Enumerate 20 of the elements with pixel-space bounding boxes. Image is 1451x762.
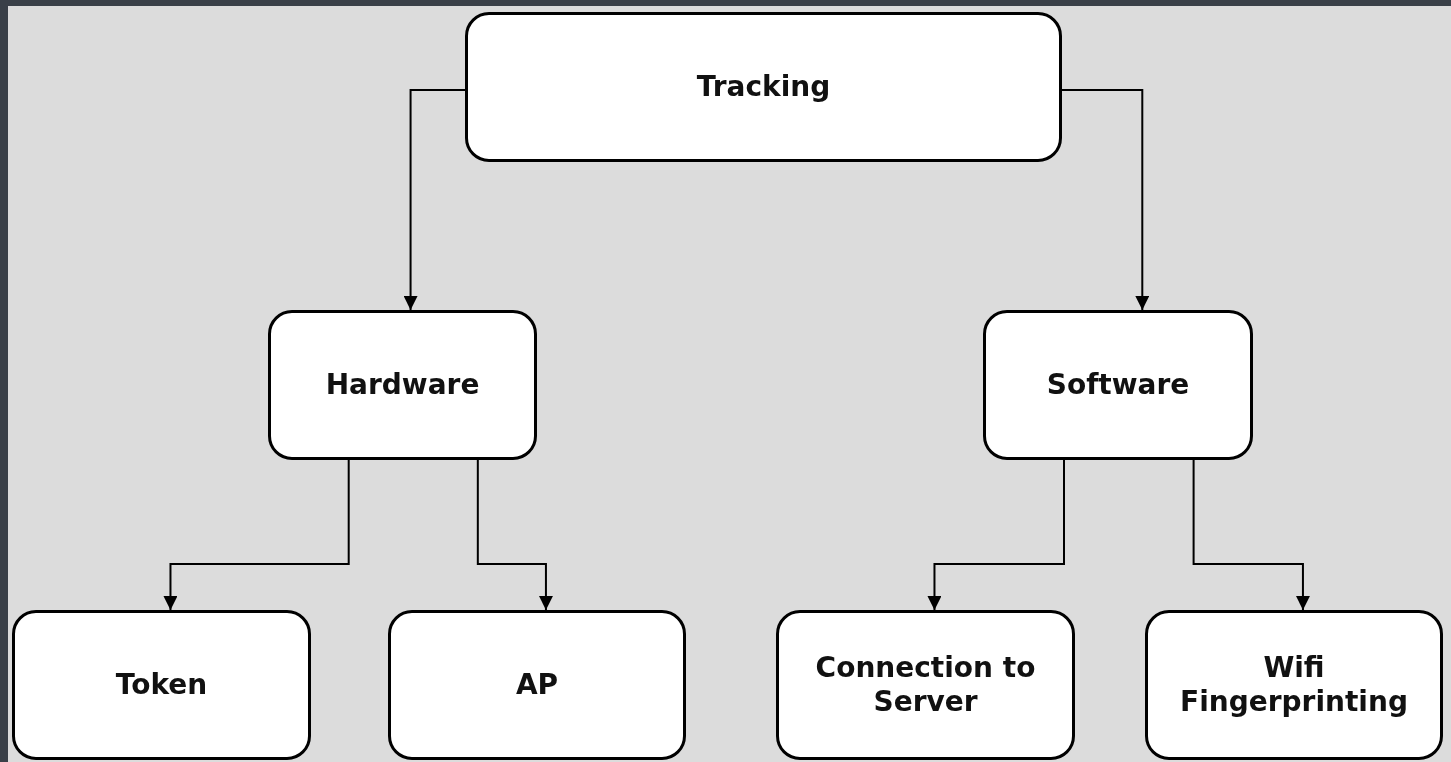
node-label: Token xyxy=(115,668,208,702)
process-box xyxy=(776,610,1075,760)
process-box xyxy=(983,310,1253,460)
arrow xyxy=(403,89,466,311)
node-label: AP xyxy=(515,668,559,702)
arrow xyxy=(1192,459,1310,611)
process-box xyxy=(12,610,311,760)
node-label: Wifi Fingerprinting xyxy=(1179,651,1409,719)
node-label: Hardware xyxy=(325,368,480,402)
node-label: Software xyxy=(1046,368,1190,402)
process-box xyxy=(465,12,1062,162)
node-label: Connection to Server xyxy=(814,651,1037,719)
process-box xyxy=(388,610,686,760)
process-box xyxy=(268,310,537,460)
arrow xyxy=(476,459,553,611)
arrow xyxy=(927,459,1065,611)
process-box xyxy=(1145,610,1443,760)
arrow xyxy=(1061,89,1150,311)
arrow xyxy=(163,459,350,611)
node-label: Tracking xyxy=(696,70,831,104)
